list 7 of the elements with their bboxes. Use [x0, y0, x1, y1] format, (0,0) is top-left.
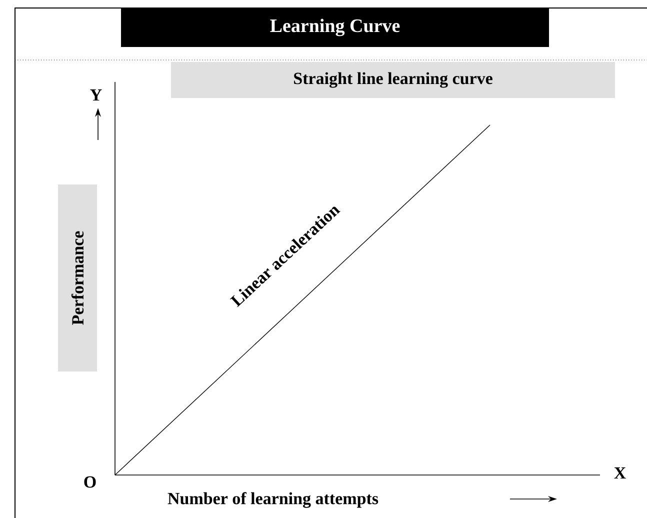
- axis-letter: Y: [90, 89, 102, 101]
- axis-letter: X: [614, 467, 626, 479]
- axis-label-band: Performance: [58, 184, 97, 372]
- title-banner: Learning Curve: [121, 8, 549, 47]
- axis-label: Number of learning attempts: [168, 492, 378, 508]
- heading-band: Straight line learning curve: [171, 62, 615, 98]
- origin-letter: O: [84, 476, 96, 488]
